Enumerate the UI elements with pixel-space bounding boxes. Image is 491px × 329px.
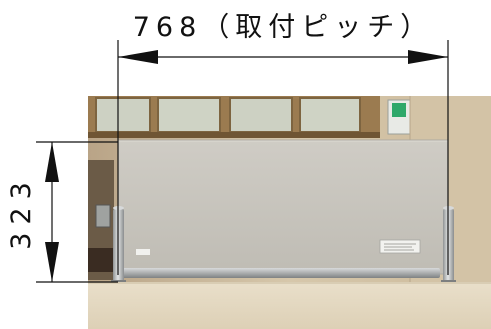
- countertop: [88, 282, 491, 329]
- green-exit-sign: [387, 99, 411, 135]
- panel-label-right: [379, 239, 421, 254]
- width-arrow-right: [408, 50, 448, 64]
- width-dimension: 768（取付ピッチ）: [117, 12, 449, 275]
- bottom-rail: [122, 268, 440, 278]
- height-dimension-label: 323: [6, 174, 37, 250]
- product-photo: [88, 96, 491, 329]
- width-dimension-label: 768（取付ピッチ）: [133, 12, 434, 43]
- height-dimension: 323: [6, 141, 118, 283]
- width-arrow-left: [118, 50, 158, 64]
- height-arrow-bottom: [45, 242, 59, 282]
- guard-panel: [117, 139, 449, 275]
- upper-cabinets: [88, 96, 380, 138]
- panel-label-left: [136, 249, 150, 255]
- height-arrow-top: [45, 142, 59, 182]
